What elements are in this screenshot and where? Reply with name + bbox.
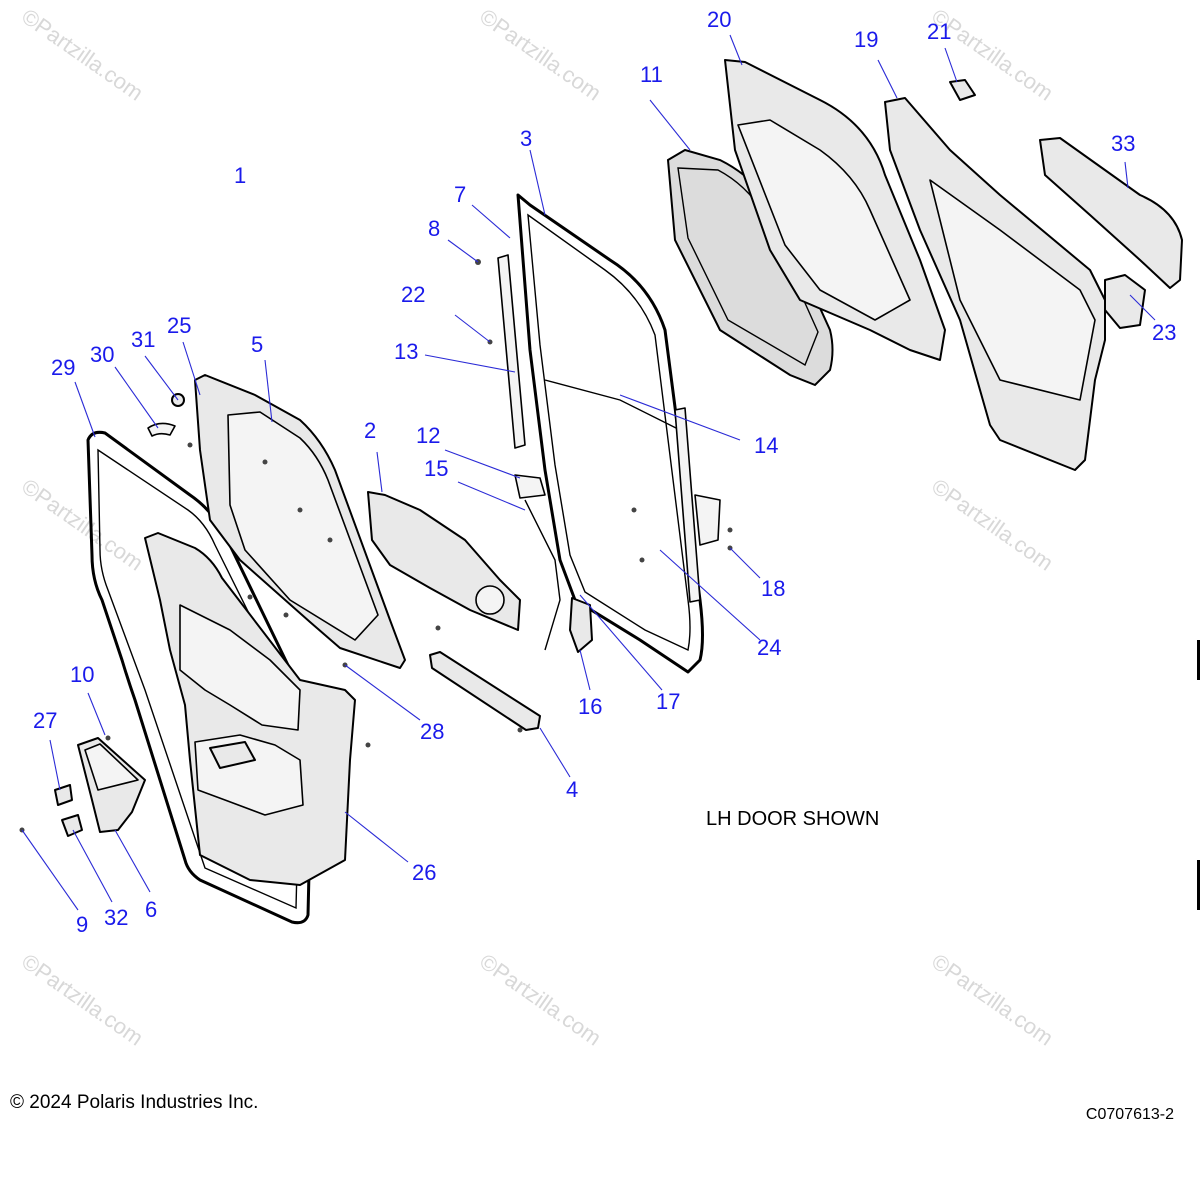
callout-2: 2 [364,418,376,443]
callout-11: 11 [640,62,663,87]
leader-lines [21,34,1156,911]
callout-8: 8 [428,216,440,241]
callout-19: 19 [854,27,878,52]
part-storage-pocket [77,737,146,833]
edge-mark [1197,860,1200,910]
watermark: ©Partzilla.com [475,4,606,106]
callout-27: 27 [33,708,57,733]
callout-3: 3 [520,126,532,151]
callout-5: 5 [251,332,263,357]
part-armrest [1039,137,1183,289]
part-lower-bar [429,651,541,731]
callout-12: 12 [416,423,440,448]
part-window-frame [194,374,406,669]
part-door-inner-panel [144,532,356,886]
part-handle [1104,274,1146,329]
callout-15: 15 [424,456,448,481]
watermark: ©Partzilla.com [17,949,148,1051]
callout-4: 4 [566,777,578,802]
callout-32: 32 [104,905,128,930]
callout-16: 16 [578,694,602,719]
callout-29: 29 [51,355,75,380]
part-interior-trim-panel [884,97,1106,471]
callout-9: 9 [76,912,88,937]
callout-10: 10 [70,662,94,687]
callout-23: 23 [1152,320,1176,345]
callout-17: 17 [656,689,680,714]
watermark: ©Partzilla.com [17,4,148,106]
edge-mark [1197,640,1200,680]
drawing-code: C0707613-2 [1085,1106,1174,1123]
copyright-text: © 2024 Polaris Industries Inc. [10,1092,259,1113]
watermark: ©Partzilla.com [475,949,606,1051]
diagram-note: LH DOOR SHOWN [706,808,880,830]
callout-28: 28 [420,719,444,744]
callout-25: 25 [167,313,191,338]
watermark: ©Partzilla.com [927,949,1058,1051]
callout-31: 31 [131,327,155,352]
part-window-channel [497,254,701,603]
callout-20: 20 [707,7,731,32]
callout-6: 6 [145,897,157,922]
callout-13: 13 [394,339,418,364]
callouts: 1 2 3 4 5 6 7 8 9 10 11 12 13 14 15 16 1… [33,7,1176,937]
part-regulator-mechanism [514,474,721,653]
callout-14: 14 [754,433,778,458]
part-small-hardware [54,393,185,837]
callout-30: 30 [90,342,114,367]
part-21 [949,79,976,101]
callout-7: 7 [454,182,466,207]
callout-1: 1 [234,163,246,188]
callout-33: 33 [1111,131,1135,156]
part-door-frame-structure [516,193,704,674]
part-regulator-plate [367,491,521,631]
callout-26: 26 [412,860,436,885]
callout-18: 18 [761,576,785,601]
watermark: ©Partzilla.com [17,474,148,576]
watermark: ©Partzilla.com [927,474,1058,576]
callout-24: 24 [757,635,781,660]
part-interior-trim-frame [724,59,946,361]
callout-21: 21 [927,19,951,44]
callout-22: 22 [401,282,425,307]
